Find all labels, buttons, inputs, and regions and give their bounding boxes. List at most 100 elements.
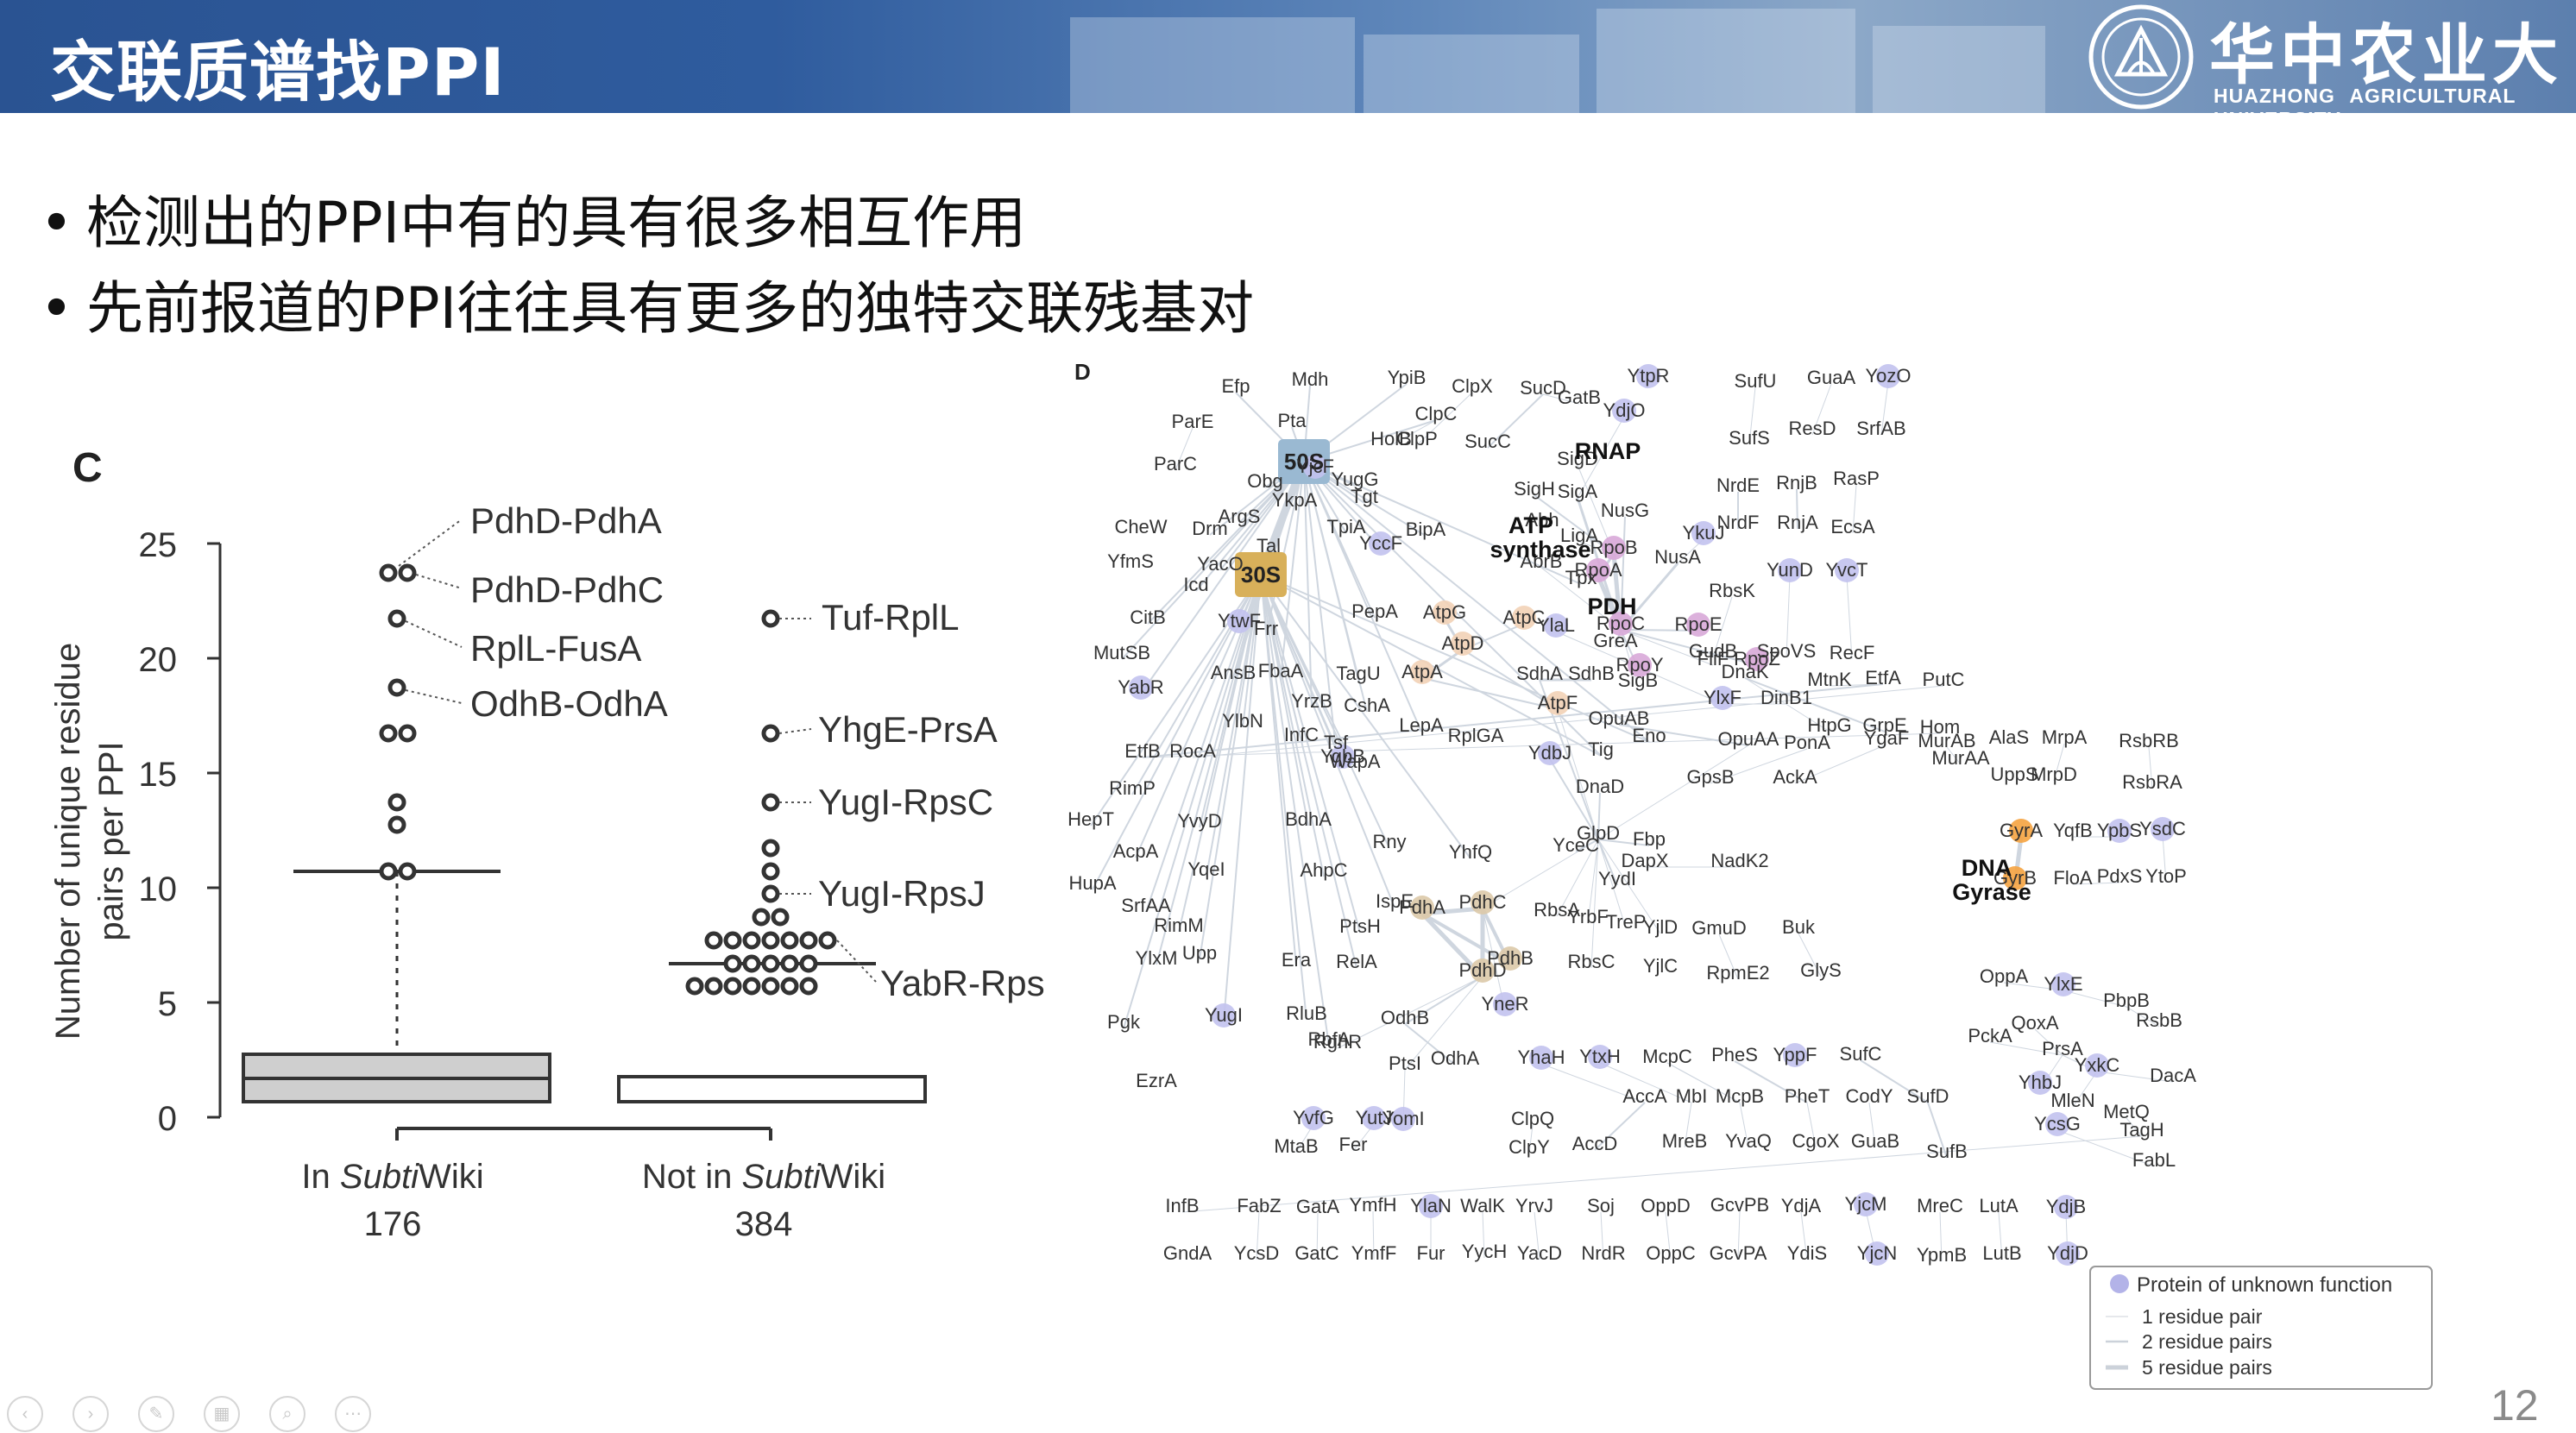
bullet-text: 检测出的PPI中有的具有很多相互作用	[86, 190, 1027, 256]
protein-label: RimM	[1154, 914, 1203, 936]
network-edge	[1549, 758, 1599, 840]
protein-node-marker	[1529, 1046, 1553, 1070]
protein-label: AcpA	[1113, 840, 1159, 862]
protein-label: YycH	[1462, 1241, 1508, 1262]
protein-label: RbfA	[1308, 1028, 1351, 1050]
network-edge	[1618, 724, 1749, 746]
network-edge	[1665, 1211, 1672, 1260]
zoom-icon[interactable]: ⌕	[269, 1396, 305, 1432]
protein-label: RecF	[1830, 642, 1875, 663]
y-tick-label: 20	[139, 641, 178, 679]
group-bracket	[395, 1127, 772, 1141]
protein-node-marker	[2056, 1241, 2080, 1266]
network-edge	[1798, 933, 1822, 977]
protein-label: YccF	[1359, 532, 1402, 554]
next-slide-icon[interactable]: ›	[72, 1396, 109, 1432]
y-axis-label-line1: Number of unique residue	[49, 643, 87, 1040]
protein-label: GlyS	[1800, 959, 1842, 981]
protein-label: ClpY	[1508, 1136, 1550, 1158]
network-edge	[1590, 839, 1599, 969]
protein-label: OpuAA	[1718, 728, 1779, 750]
protein-node-marker	[1433, 600, 1457, 625]
protein-label: YvyD	[1177, 810, 1221, 832]
more-icon[interactable]: ⋯	[335, 1396, 371, 1432]
protein-label: AtpC	[1503, 607, 1546, 628]
network-edge	[1372, 1210, 1375, 1260]
protein-label: OppD	[1641, 1195, 1690, 1216]
protein-label: RocA	[1169, 740, 1216, 762]
protein-label: GyrB	[1993, 867, 2037, 889]
protein-label: Tsf	[1324, 732, 1349, 753]
network-edge	[1303, 461, 1650, 743]
protein-label: NrdE	[1716, 475, 1760, 496]
protein-label: AnsB	[1211, 662, 1257, 683]
protein-label: SigB	[1618, 669, 1658, 691]
protein-label: RpoE	[1674, 613, 1722, 635]
group-count: 384	[735, 1205, 793, 1243]
annotation-label: OdhB-OdhA	[470, 683, 668, 724]
protein-label: PbpB	[2103, 990, 2150, 1011]
network-edge	[1829, 683, 1884, 687]
protein-label: GyrA	[2000, 820, 2043, 841]
protein-label: HtpG	[1807, 714, 1851, 736]
protein-node-marker	[1783, 1043, 1807, 1067]
university-name-cn: 华中农业大学	[2209, 16, 2563, 113]
protein-label: PtsH	[1339, 915, 1381, 937]
protein-label: YlxE	[2044, 973, 2082, 995]
annotation-label: PdhD-PdhC	[470, 569, 664, 610]
panel-d-label: D	[1074, 359, 1091, 385]
network-edge	[1260, 574, 1325, 877]
protein-label: YkuJ	[1683, 522, 1725, 544]
outliers-in-subtiwiki	[379, 563, 417, 881]
prev-slide-icon[interactable]: ‹	[7, 1396, 43, 1432]
protein-label: GatA	[1296, 1196, 1339, 1217]
protein-label: PdhB	[1487, 947, 1534, 969]
protein-label: Tpx	[1565, 567, 1597, 588]
slide-title: 交联质谱找PPI	[50, 34, 506, 110]
protein-node-marker	[1498, 946, 1522, 971]
protein-node-marker	[2003, 866, 2027, 890]
protein-label: MreC	[1917, 1195, 1963, 1216]
protein-label: Drm	[1192, 518, 1228, 539]
protein-label: YvfG	[1293, 1107, 1334, 1128]
protein-label: OppA	[1980, 965, 2029, 987]
protein-node-marker	[2085, 1053, 2109, 1078]
protein-node-marker	[1876, 364, 1900, 388]
protein-label: RpoB	[1590, 537, 1637, 558]
protein-label: FabL	[2132, 1149, 2176, 1171]
slides-grid-icon[interactable]: ▦	[204, 1396, 240, 1432]
complex-label: Gyrase	[1952, 879, 2031, 905]
protein-label: YugG	[1331, 468, 1378, 490]
network-edge	[1600, 1211, 1604, 1260]
annotation-label: PdhD-PdhA	[470, 500, 662, 541]
protein-label: YhbJ	[2019, 1072, 2062, 1093]
protein-label: YlxM	[1136, 947, 1178, 969]
protein-label: CheW	[1114, 516, 1167, 537]
network-edge	[1744, 677, 1886, 732]
network-edge	[1811, 383, 1832, 436]
network-edge	[1739, 1102, 1749, 1148]
protein-label: McpC	[1642, 1046, 1692, 1067]
pen-icon[interactable]: ✎	[138, 1396, 174, 1432]
network-edge	[1852, 484, 1857, 534]
protein-label: PrsA	[2042, 1038, 2083, 1059]
protein-label: Soj	[1587, 1195, 1615, 1216]
network-edges	[1090, 381, 2174, 1262]
network-edge	[1744, 677, 1830, 732]
protein-label: YjcF	[1296, 456, 1334, 477]
protein-node-marker	[1493, 992, 1517, 1016]
protein-label: YpbS	[2097, 820, 2142, 841]
network-edge	[1337, 976, 1483, 1049]
network-edge	[1123, 574, 1262, 1029]
network-edge	[1620, 629, 1758, 666]
protein-label: TpiA	[1326, 516, 1366, 537]
protein-label: PheT	[1785, 1085, 1830, 1107]
network-edge	[1260, 574, 1356, 769]
protein-label: CgoX	[1792, 1130, 1839, 1152]
bullet-item: •检测出的PPI中有的具有很多相互作用	[40, 177, 1026, 260]
protein-label: CshA	[1344, 695, 1390, 716]
network-edge	[1404, 1023, 1456, 1065]
protein-label: LigA	[1560, 525, 1598, 546]
protein-label: Mdh	[1292, 368, 1329, 390]
protein-label: WalK	[1460, 1195, 1505, 1216]
